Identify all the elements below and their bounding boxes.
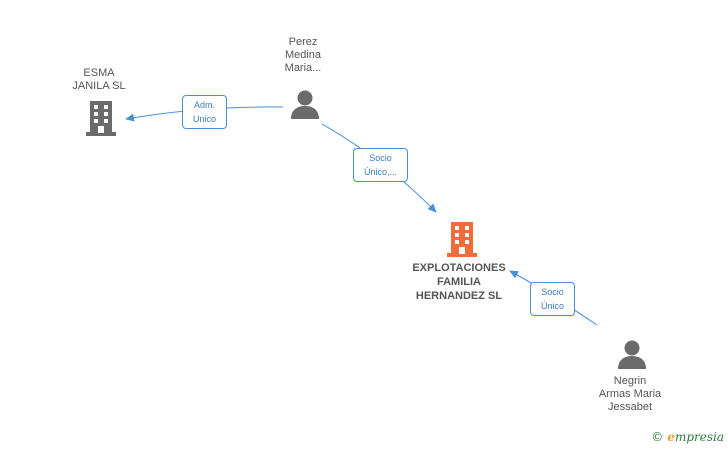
label-line: EXPLOTACIONES [412, 262, 506, 274]
label-line: FAMILIA [437, 276, 481, 288]
building-icon[interactable] [446, 222, 478, 257]
edge-label-socio-unico-negrin[interactable]: Socio Único [530, 282, 575, 316]
node-label-negrin[interactable]: Negrin Armas Maria Jessabet [582, 375, 678, 414]
node-label-perez[interactable]: Perez Medina Maria... [262, 36, 344, 75]
edge-label-adm-unico[interactable]: Adm. Unico [182, 95, 227, 129]
edge-label-line: Adm. [193, 100, 215, 110]
label-line: HERNANDEZ SL [415, 290, 503, 302]
edge-label-socio-unico-perez[interactable]: Socio Único,... [353, 148, 408, 182]
person-icon[interactable] [617, 340, 647, 369]
brand-name: mpresia [674, 430, 724, 444]
label-line: Armas Maria [598, 388, 662, 400]
brand-initial: e [667, 430, 675, 444]
label-line: Maria... [284, 62, 322, 74]
copyright-symbol: © [651, 430, 664, 444]
label-line: Medina [284, 49, 322, 61]
edge-label-line: Unico [192, 114, 216, 124]
person-icon[interactable] [290, 90, 320, 119]
empresia-logo: ©empresia [651, 430, 724, 444]
label-line: Jessabet [607, 401, 653, 413]
label-line: JANILA SL [72, 80, 126, 92]
edge-label-line: Único [540, 301, 564, 311]
building-icon[interactable] [85, 101, 117, 136]
edge-label-line: Socio [541, 287, 564, 297]
node-label-esma[interactable]: ESMA JANILA SL [50, 67, 148, 93]
label-line: Negrin [613, 375, 647, 387]
label-line: ESMA [83, 67, 115, 79]
edge-label-line: Socio [369, 153, 392, 163]
label-line: Perez [288, 36, 318, 48]
edge-label-line: Único,... [363, 167, 397, 177]
node-label-explotaciones[interactable]: EXPLOTACIONES FAMILIA HERNANDEZ SL [398, 261, 520, 303]
